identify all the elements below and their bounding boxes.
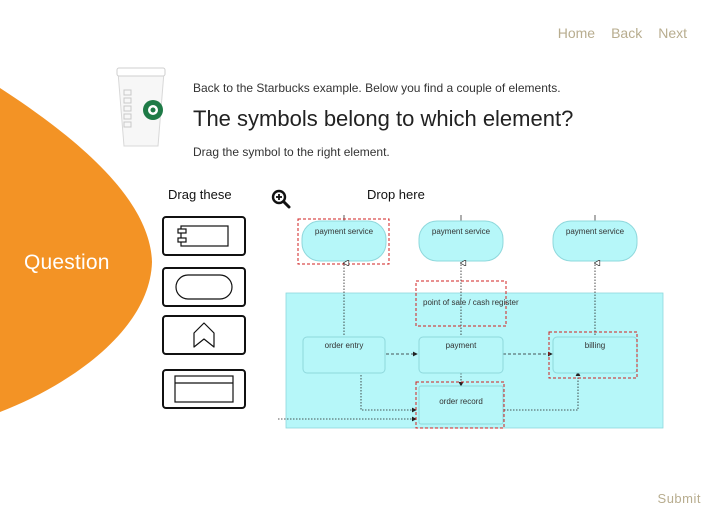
drag-these-label: Drag these bbox=[168, 187, 232, 202]
interface-symbol-tile[interactable] bbox=[162, 369, 246, 409]
order-entry-box[interactable]: order entry bbox=[302, 336, 386, 374]
order-entry-label: order entry bbox=[325, 341, 364, 350]
service-box-3[interactable]: payment service bbox=[552, 215, 638, 262]
back-link[interactable]: Back bbox=[611, 25, 643, 41]
pos-drop-zone[interactable]: point of sale / cash register bbox=[415, 280, 519, 327]
instruction-text: Drag the symbol to the right element. bbox=[193, 145, 390, 159]
payment-box[interactable]: payment bbox=[418, 336, 504, 374]
service-1-label: payment service bbox=[315, 227, 374, 236]
service-symbol-tile[interactable] bbox=[162, 267, 246, 307]
service-box-1[interactable]: payment service bbox=[297, 215, 390, 265]
service-3-label: payment service bbox=[566, 227, 625, 236]
billing-label: billing bbox=[585, 341, 605, 350]
service-2-label: payment service bbox=[432, 227, 491, 236]
submit-button[interactable]: Submit bbox=[657, 491, 701, 506]
home-link[interactable]: Home bbox=[557, 25, 596, 41]
interface-symbol-icon bbox=[174, 375, 234, 403]
next-link[interactable]: Next bbox=[658, 25, 687, 41]
order-record-box[interactable]: order record bbox=[415, 381, 505, 429]
function-symbol-icon bbox=[193, 322, 215, 348]
question-label: Question bbox=[24, 251, 110, 274]
component-symbol-icon bbox=[177, 225, 229, 247]
order-record-label: order record bbox=[439, 397, 483, 406]
zoom-in-icon[interactable] bbox=[271, 189, 291, 209]
component-symbol-tile[interactable] bbox=[162, 216, 246, 256]
starbucks-cup-image bbox=[116, 67, 166, 147]
question-leaf-shape bbox=[0, 88, 152, 412]
function-symbol-tile[interactable] bbox=[162, 315, 246, 355]
billing-box[interactable]: billing bbox=[548, 331, 638, 379]
service-symbol-icon bbox=[175, 274, 233, 300]
top-nav: Home Back Next bbox=[558, 25, 687, 41]
pos-label: point of sale / cash register bbox=[423, 298, 519, 307]
drop-diagram: payment service payment service payment … bbox=[278, 215, 664, 429]
service-box-2[interactable]: payment service bbox=[418, 215, 504, 262]
intro-text: Back to the Starbucks example. Below you… bbox=[193, 81, 561, 95]
drop-here-label: Drop here bbox=[367, 187, 425, 202]
payment-label: payment bbox=[446, 341, 477, 350]
question-heading: The symbols belong to which element? bbox=[193, 106, 574, 131]
